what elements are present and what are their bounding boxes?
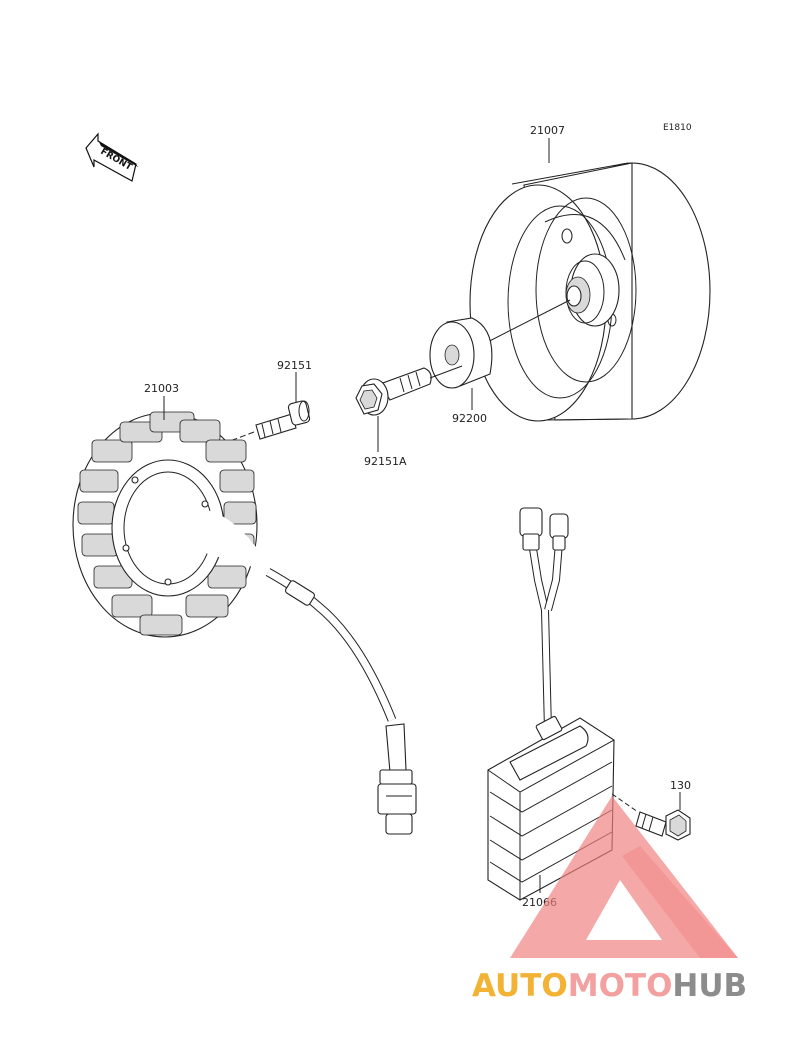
part-label-stator: 21003 <box>144 382 179 395</box>
part-label-stator-bolt: 92151 <box>277 359 312 372</box>
diagram-code: E1810 <box>663 123 692 133</box>
watermark-text: AUTOMOTOHUB <box>472 968 747 1004</box>
part-label-regulator-bolt: 130 <box>670 779 691 792</box>
front-arrow-icon: FRONT <box>85 132 138 182</box>
flywheel-rotor <box>469 162 711 422</box>
stator-harness <box>265 568 417 835</box>
washer <box>429 317 493 389</box>
watermark-logo <box>510 796 738 958</box>
part-label-flange-bolt: 92151A <box>364 455 407 468</box>
regulator-bolt <box>635 809 691 841</box>
stator-bolt <box>255 400 311 440</box>
watermark-text-auto: AUTO <box>472 968 568 1004</box>
watermark-text-hub: HUB <box>672 968 747 1004</box>
part-label-washer: 92200 <box>452 412 487 425</box>
stator <box>72 411 272 638</box>
part-label-flywheel: 21007 <box>530 124 565 137</box>
flange-bolt <box>355 367 432 416</box>
watermark-text-moto: MOTO <box>568 968 673 1004</box>
